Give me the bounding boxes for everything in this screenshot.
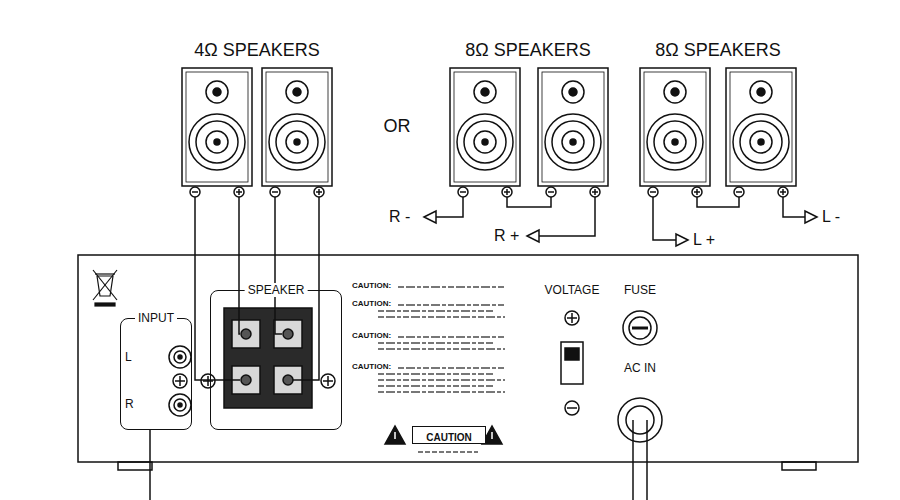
panel-heading: INPUT	[135, 311, 177, 325]
panel-label: CAUTION:	[352, 332, 391, 341]
speaker-wire	[239, 197, 240, 334]
speaker-cabinet	[262, 68, 332, 197]
minus-terminal	[648, 187, 658, 197]
panel-label: AC IN	[624, 362, 656, 375]
wire-arrowhead	[424, 211, 436, 223]
panel-screw	[201, 374, 215, 388]
speaker-terminal	[232, 320, 302, 394]
speaker-output-panel: SPEAKER	[210, 290, 342, 430]
terminal-screw	[241, 329, 251, 339]
wiring-label: 8Ω SPEAKERS	[655, 41, 781, 61]
input-panel: INPUT	[120, 318, 192, 430]
fuse-holder	[623, 311, 657, 345]
speaker-wire	[653, 197, 676, 240]
wiring-label: 8Ω SPEAKERS	[465, 41, 591, 61]
fine-print	[378, 316, 505, 318]
panel-label: CAUTION:	[352, 300, 391, 309]
fine-print	[378, 379, 505, 381]
plus-terminal	[590, 187, 600, 197]
wire-arrowhead	[527, 230, 539, 242]
plus-terminal	[502, 187, 512, 197]
wiring-label: 4Ω SPEAKERS	[194, 41, 320, 61]
chassis-foot	[118, 462, 152, 470]
fine-print	[398, 286, 505, 288]
panel-heading: SPEAKER	[245, 283, 308, 297]
panel-screw	[321, 374, 335, 388]
plus-terminal	[692, 187, 702, 197]
wiring-label: R +	[494, 227, 519, 245]
terminal-screw	[241, 375, 251, 385]
panel-label: L	[125, 351, 132, 364]
panel-label: VOLTAGE	[545, 284, 600, 297]
wiring-label: OR	[384, 117, 411, 137]
panel-label: CAUTION:	[352, 282, 391, 291]
plus-terminal	[314, 187, 324, 197]
panel-screw	[565, 401, 579, 415]
rca-jack	[169, 394, 191, 416]
speaker-wire	[275, 197, 282, 334]
voltage-switch	[561, 342, 583, 384]
fine-print	[398, 304, 505, 306]
input-cable	[149, 430, 151, 500]
plus-terminal	[234, 187, 244, 197]
fine-print	[398, 336, 505, 338]
rca-jack	[169, 346, 191, 368]
fine-print	[378, 342, 493, 344]
weee-bin-icon	[93, 270, 117, 306]
caution-sign: CAUTION	[412, 426, 486, 444]
speaker-wire	[507, 197, 551, 207]
fine-print	[378, 348, 505, 350]
terminal-screw	[283, 329, 293, 339]
minus-terminal	[734, 187, 744, 197]
speaker-wire	[436, 197, 463, 217]
fine-print	[418, 451, 478, 453]
wiring-label: L +	[693, 231, 715, 249]
ac-power-cord	[618, 398, 662, 500]
fine-print	[378, 385, 493, 387]
wiring-label: R -	[389, 208, 410, 226]
panel-label: CAUTION:	[352, 363, 391, 372]
voltage-switch-slider	[565, 348, 579, 360]
fine-print	[378, 391, 505, 393]
panel-label: FUSE	[624, 284, 656, 297]
warning-triangle	[385, 426, 405, 444]
speaker-wire	[783, 197, 805, 217]
fine-print	[378, 373, 493, 375]
speaker-cabinet	[726, 68, 796, 197]
panel-heading: CAUTION	[420, 431, 478, 445]
panel-screw	[173, 374, 187, 388]
wire-arrowhead	[676, 234, 688, 246]
panel-screw	[565, 311, 579, 325]
wire-arrowhead	[805, 211, 817, 223]
speaker-cabinet	[182, 68, 252, 197]
terminal-block	[224, 308, 312, 408]
panel-label: R	[125, 398, 134, 411]
minus-terminal	[458, 187, 468, 197]
speaker-cabinet	[538, 68, 608, 197]
plus-terminal	[778, 187, 788, 197]
fine-print	[378, 310, 493, 312]
minus-terminal	[190, 187, 200, 197]
terminal-screw	[283, 375, 293, 385]
speaker-cabinet	[640, 68, 710, 197]
speaker-wire	[195, 197, 240, 380]
minus-terminal	[270, 187, 280, 197]
speaker-cabinet	[450, 68, 520, 197]
wiring-label: L -	[822, 208, 840, 226]
fine-print	[398, 367, 505, 369]
chassis-foot	[782, 462, 816, 470]
minus-terminal	[546, 187, 556, 197]
speaker-wire	[539, 197, 595, 236]
speaker-wire	[697, 197, 739, 207]
